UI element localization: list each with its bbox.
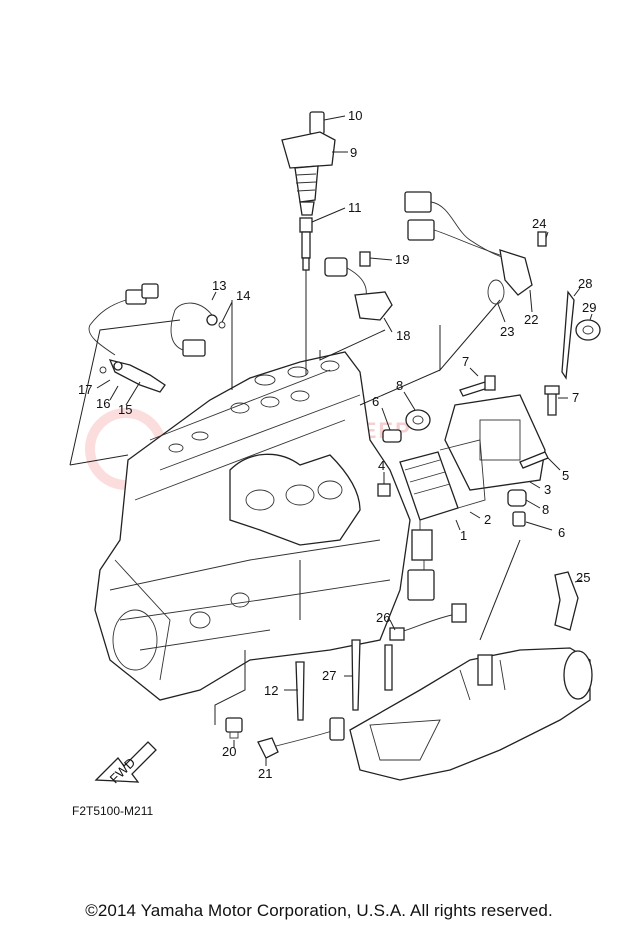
callout-2: 2: [484, 512, 491, 527]
leader-lines: [96, 115, 593, 766]
cable-tie-27: [351, 639, 361, 711]
sensor-19: [324, 251, 393, 321]
callouts: 10 9 11 19 24 13 14 28 29 18 23 22 17 16…: [78, 108, 596, 781]
sensor-26: [384, 603, 467, 691]
bracket-left: [69, 319, 181, 466]
collar-6-lower: [512, 511, 526, 527]
callout-29: 29: [582, 300, 596, 315]
callout-20: 20: [222, 744, 236, 759]
callout-11: 11: [348, 200, 362, 215]
callout-6a: 6: [372, 394, 379, 409]
callout-18: 18: [396, 328, 410, 343]
ecu-bracket: [444, 394, 546, 491]
callout-10: 10: [348, 108, 362, 123]
clamp-25: [554, 571, 579, 631]
bolt-7b: [544, 385, 560, 416]
fwd-arrow: FWD: [94, 741, 157, 786]
mount-8-upper: [405, 409, 431, 431]
copyright: ©2014 Yamaha Motor Corporation, U.S.A. A…: [85, 901, 553, 920]
sensor-21: [257, 717, 345, 759]
cable-tie-12: [295, 661, 305, 721]
callout-25: 25: [576, 570, 590, 585]
callout-8a: 8: [396, 378, 403, 393]
callout-15: 15: [118, 402, 132, 417]
ecu-unit: [399, 439, 486, 521]
callout-16: 16: [96, 396, 110, 411]
grommet-29: [575, 319, 601, 341]
callout-9: 9: [350, 145, 357, 160]
callout-23: 23: [500, 324, 514, 339]
callout-21: 21: [258, 766, 272, 781]
exhaust-tube: [349, 647, 593, 781]
bolt-7a: [459, 375, 496, 397]
engine-block: [94, 351, 411, 701]
callout-24: 24: [532, 216, 546, 231]
callout-14: 14: [236, 288, 250, 303]
ecu-connector: [407, 520, 435, 601]
mount-8-lower: [507, 489, 527, 507]
callout-17: 17: [78, 382, 92, 397]
ignition-coil: [281, 111, 336, 216]
callout-8b: 8: [542, 502, 549, 517]
callout-1: 1: [460, 528, 467, 543]
clamp-28: [561, 290, 575, 380]
callout-12: 12: [264, 683, 278, 698]
wire-harness: [404, 191, 547, 305]
collar-6-upper: [382, 429, 402, 443]
callout-7a: 7: [462, 354, 469, 369]
callout-13: 13: [212, 278, 226, 293]
part-code: F2T5100-M211: [72, 804, 154, 818]
spark-plug: [299, 217, 313, 271]
sensor-20: [225, 717, 243, 739]
callout-5: 5: [562, 468, 569, 483]
bolt-4: [377, 483, 391, 497]
callout-28: 28: [578, 276, 592, 291]
callout-22: 22: [524, 312, 538, 327]
callout-4: 4: [378, 458, 385, 473]
callout-19: 19: [395, 252, 409, 267]
callout-3: 3: [544, 482, 551, 497]
callout-6b: 6: [558, 525, 565, 540]
callout-26: 26: [376, 610, 390, 625]
sensor-left: [88, 283, 226, 393]
callout-27: 27: [322, 668, 336, 683]
callout-7b: 7: [572, 390, 579, 405]
